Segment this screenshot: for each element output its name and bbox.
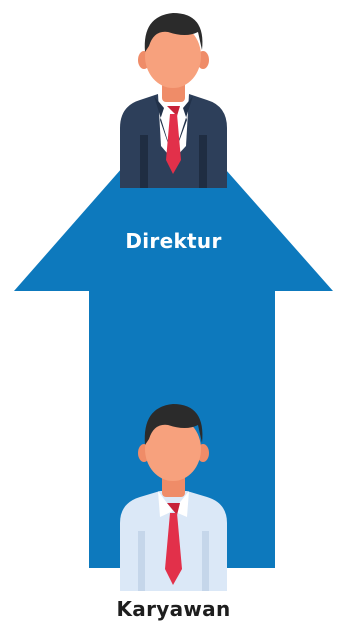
direktur-label: Direktur: [125, 229, 222, 253]
businessman-suit-icon: [120, 13, 227, 188]
employee-shirt-icon: [120, 404, 227, 591]
karyawan-label: Karyawan: [116, 597, 231, 621]
